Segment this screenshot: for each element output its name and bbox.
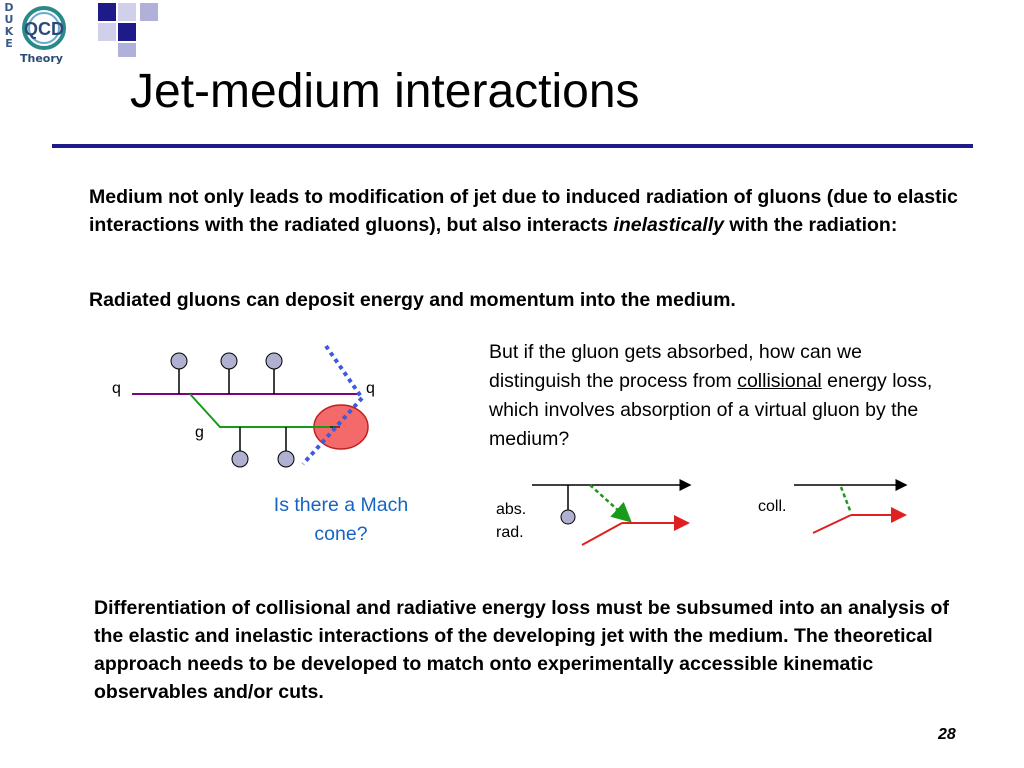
scatter-center [170,352,188,370]
qcd-emblem-icon: QCD [22,6,66,50]
scatter-center [277,450,295,468]
scatter-center [560,509,576,525]
recoil-line [581,522,623,546]
page-title: Jet-medium interactions [130,65,640,118]
mach-cone-line [324,344,364,400]
virtual-gluon-line [839,486,853,514]
recoil-line [812,514,852,534]
page-number: 28 [938,726,956,743]
scatter-center [231,450,249,468]
absorbed-gluon-line [589,484,632,523]
coll-label: coll. [758,498,787,515]
logo-name: Theory [20,52,63,65]
conclusion-paragraph: Differentiation of collisional and radia… [94,597,949,703]
gluon-line [189,393,335,428]
logo: D U K E QCD Theory [0,0,78,68]
process-diagrams [532,479,908,546]
deposit-paragraph: Radiated gluons can deposit energy and m… [89,289,736,311]
label-g: g [195,424,204,441]
label-q-right: q [366,380,375,397]
svg-text:QCD: QCD [24,19,64,39]
logo-letters: D U K E [4,1,14,50]
intro-paragraph: Medium not only leads to modification of… [89,186,958,236]
label-q-left: q [112,380,121,397]
mach-cone-line [301,396,364,466]
abs-rad-label: abs. rad. [496,501,527,541]
scatter-center [220,352,238,370]
absorption-question-text: But if the gluon gets absorbed, how can … [489,341,933,450]
header-decoration [98,3,158,57]
scatter-center [265,352,283,370]
mach-cone-question: Is there a Mach cone? [273,494,409,545]
jet-medium-diagram: q q g [112,344,375,468]
title-divider [52,144,973,148]
